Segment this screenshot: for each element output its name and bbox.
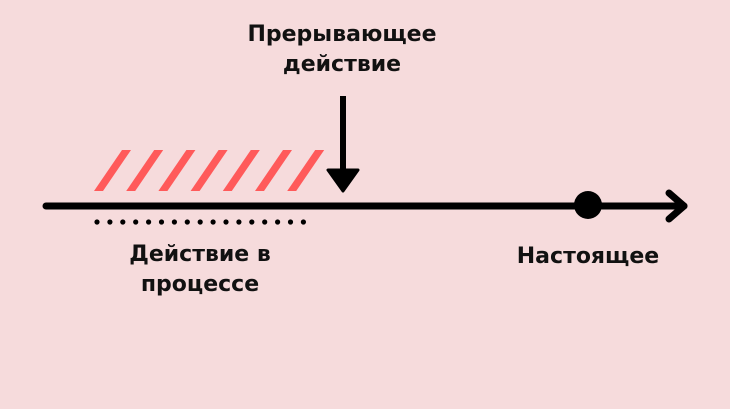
dot — [300, 219, 306, 225]
hatch-stripe — [255, 150, 292, 191]
present-marker — [574, 191, 602, 219]
dot — [223, 219, 229, 225]
in-progress-hatching — [94, 150, 325, 191]
dot — [210, 219, 216, 225]
hatch-stripe — [126, 150, 164, 191]
hatch-stripe — [158, 150, 196, 191]
dot — [158, 219, 165, 225]
dot — [146, 219, 152, 225]
in-progress-label-line1: Действие в — [129, 242, 271, 267]
dot — [184, 219, 190, 225]
in-progress-label-line2: процессе — [140, 272, 260, 297]
dot — [120, 219, 126, 225]
dot — [133, 219, 139, 225]
dot — [236, 219, 242, 225]
interrupting-label-line2: действие — [282, 52, 402, 77]
hatch-stripe — [222, 150, 260, 191]
dot — [197, 219, 203, 225]
dot — [94, 219, 100, 225]
dot — [262, 219, 268, 225]
hatch-stripe — [190, 150, 228, 191]
dot — [275, 219, 281, 225]
dot — [107, 219, 113, 225]
hatch-stripe — [94, 150, 131, 191]
interrupting-action-label: Прерывающее действие — [222, 20, 462, 80]
dot — [249, 219, 255, 225]
hatch-stripe — [287, 150, 325, 191]
in-progress-label: Действие в процессе — [90, 240, 310, 300]
present-label: Настоящее — [516, 244, 660, 269]
dot — [287, 219, 294, 225]
interruption-arrow-head-icon — [326, 168, 360, 193]
in-progress-dotted-line — [94, 219, 306, 225]
interrupting-label-line1: Прерывающее — [247, 22, 437, 47]
axis-arrowhead-icon — [665, 189, 688, 223]
dot — [171, 219, 177, 225]
